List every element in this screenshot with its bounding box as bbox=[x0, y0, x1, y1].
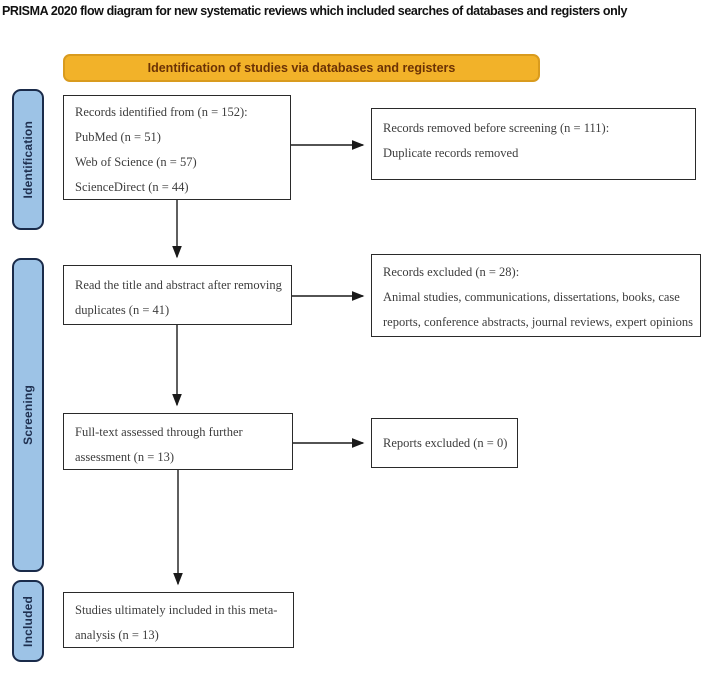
box-fulltext-assessed: Full-text assessed through further asses… bbox=[63, 413, 293, 470]
box-line: analysis (n = 13) bbox=[75, 628, 159, 642]
box-line: ScienceDirect (n = 44) bbox=[75, 180, 189, 194]
box-line: Read the title and abstract after removi… bbox=[75, 278, 282, 292]
box-line: Records identified from (n = 152): bbox=[75, 105, 248, 119]
box-line: reports, conference abstracts, journal r… bbox=[383, 315, 693, 329]
box-reports-excluded: Reports excluded (n = 0) bbox=[371, 418, 518, 468]
banner-label: Identification of studies via databases … bbox=[147, 61, 456, 75]
box-line: Studies ultimately included in this meta… bbox=[75, 603, 278, 617]
box-records-removed: Records removed before screening (n = 11… bbox=[371, 108, 696, 180]
stage-identification: Identification bbox=[12, 89, 44, 230]
stage-included-label: Included bbox=[21, 595, 35, 647]
box-records-excluded: Records excluded (n = 28): Animal studie… bbox=[371, 254, 701, 337]
box-line: Duplicate records removed bbox=[383, 146, 519, 160]
box-records-identified: Records identified from (n = 152): PubMe… bbox=[63, 95, 291, 200]
box-studies-included: Studies ultimately included in this meta… bbox=[63, 592, 294, 648]
box-line: Web of Science (n = 57) bbox=[75, 155, 197, 169]
box-line: Records removed before screening (n = 11… bbox=[383, 121, 610, 135]
box-line: Full-text assessed through further bbox=[75, 425, 243, 439]
box-line: Records excluded (n = 28): bbox=[383, 265, 520, 279]
banner-identification-via-databases: Identification of studies via databases … bbox=[63, 54, 540, 82]
stage-included: Included bbox=[12, 580, 44, 662]
box-line: Animal studies, communications, disserta… bbox=[383, 290, 680, 304]
box-line: PubMed (n = 51) bbox=[75, 130, 161, 144]
stage-screening: Screening bbox=[12, 258, 44, 572]
box-line: Reports excluded (n = 0) bbox=[383, 435, 508, 450]
box-line: duplicates (n = 41) bbox=[75, 303, 170, 317]
box-title-abstract-screening: Read the title and abstract after removi… bbox=[63, 265, 292, 325]
box-line: assessment (n = 13) bbox=[75, 450, 175, 464]
stage-screening-label: Screening bbox=[21, 385, 35, 445]
stage-identification-label: Identification bbox=[21, 120, 35, 199]
page-title: PRISMA 2020 flow diagram for new systema… bbox=[2, 4, 628, 18]
